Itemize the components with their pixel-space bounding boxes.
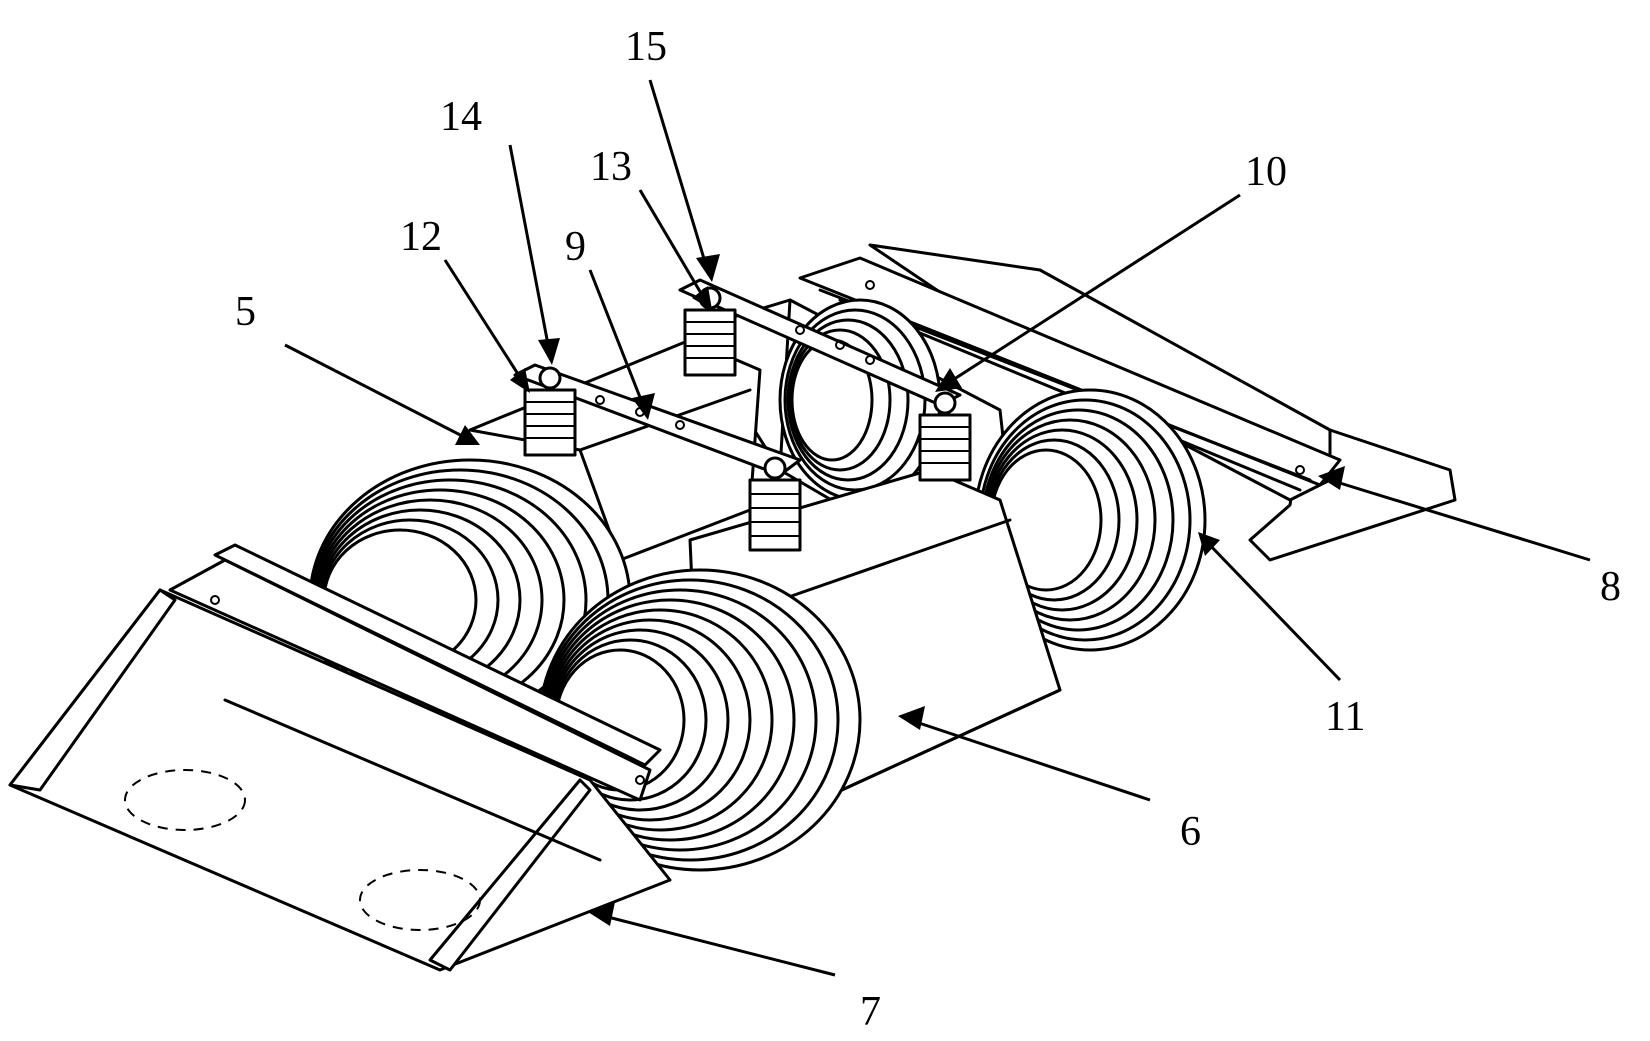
label-13: 13 <box>590 144 632 190</box>
label-10: 10 <box>1245 149 1287 195</box>
label-7: 7 <box>860 989 881 1035</box>
label-14: 14 <box>440 94 482 140</box>
label-8: 8 <box>1600 564 1621 610</box>
label-11: 11 <box>1325 694 1365 740</box>
label-6: 6 <box>1180 809 1201 855</box>
label-12: 12 <box>400 214 442 260</box>
label-5: 5 <box>235 289 256 335</box>
label-9: 9 <box>565 224 586 270</box>
label-15: 15 <box>625 24 667 70</box>
